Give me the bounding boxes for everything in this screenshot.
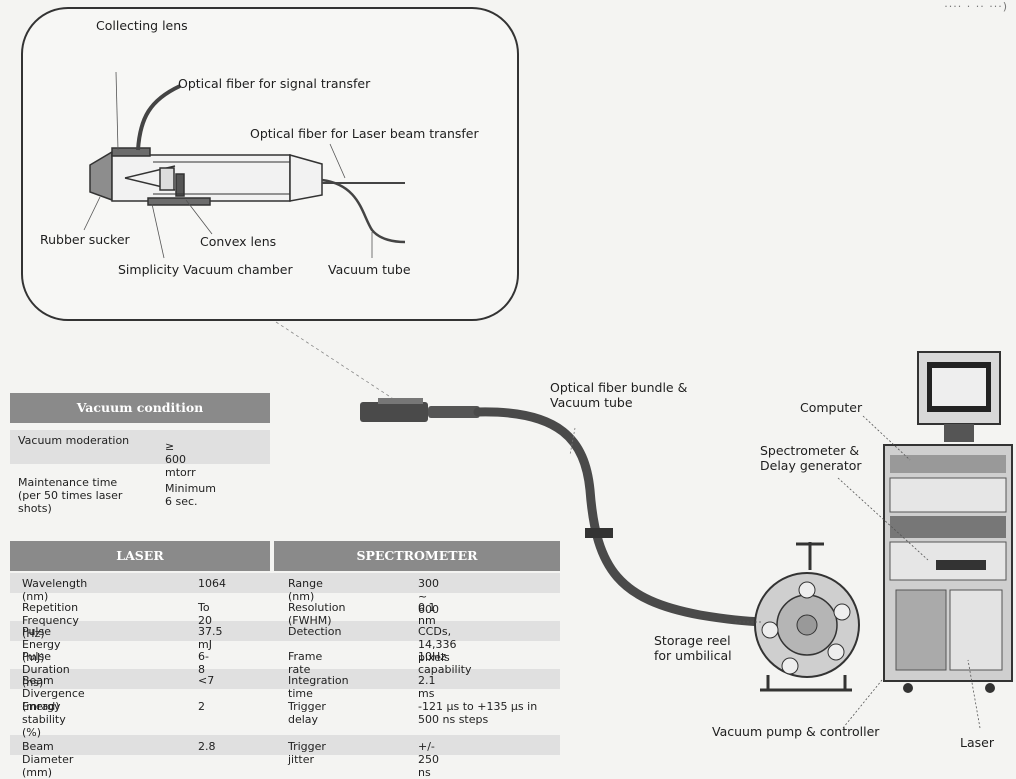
laser-table-header: LASER [10, 541, 270, 571]
probe-handpiece [360, 398, 480, 422]
storage-reel [754, 542, 860, 692]
row-shade [10, 735, 560, 755]
label-fiber-laser: Optical fiber for Laser beam transfer [250, 126, 479, 141]
vacuum-table-header: Vacuum condition [10, 393, 270, 423]
vacuum-param: Maintenance time (per 50 times laser sho… [18, 476, 123, 515]
laser-value: 37.5 mJ [198, 625, 223, 651]
top-strip-text: ···· · ·· ···) [944, 0, 1008, 13]
laser-value: 2.8 [198, 740, 216, 753]
vacuum-tube-line [321, 178, 406, 244]
spec-param: Resolution (FWHM) [288, 601, 346, 627]
laser-value: 1064 [198, 577, 226, 590]
row-shade [10, 669, 560, 689]
row-shade [10, 573, 560, 593]
label-vacuum-chamber: Simplicity Vacuum chamber [118, 262, 293, 277]
label-fiber-bundle: Optical fiber bundle & Vacuum tube [550, 380, 688, 410]
laser-param: Pulse Duration (ns) [22, 650, 70, 689]
spec-value: 2.1 ms [418, 674, 436, 700]
laser-value: 6-8 [198, 650, 209, 676]
laser-param: Pulse Energy (mJ) [22, 625, 61, 664]
label-rubber-sucker: Rubber sucker [40, 232, 130, 247]
tube-clamp [585, 528, 613, 538]
laser-param: Beam Divergence (mrad) [22, 674, 85, 713]
spec-param: Frame rate [288, 650, 323, 676]
probe-drawing [89, 147, 323, 206]
instrument-rack [883, 351, 1013, 693]
spec-param: Detection [288, 625, 342, 638]
vacuum-value: ≥ 600 mtorr [165, 440, 196, 479]
row-shade [10, 621, 560, 641]
label-fiber-signal: Optical fiber for signal transfer [178, 76, 371, 91]
label-laser: Laser [960, 735, 994, 750]
spec-param: Integration time [288, 674, 349, 700]
umbilical-tube [473, 407, 775, 627]
inset-pointer [275, 321, 396, 401]
vacuum-value: Minimum 6 sec. [165, 482, 216, 508]
spectrometer-table-header: SPECTROMETER [274, 541, 560, 571]
spec-value: 300 ~ 600 [418, 577, 439, 616]
spec-value: CCDs, 14,336 pixels [418, 625, 457, 664]
inset-leader-lines [83, 71, 373, 259]
laser-param: Wavelength (nm) [22, 577, 88, 603]
label-spectrometer-delay: Spectrometer & Delay generator [760, 443, 862, 473]
laser-value: 2 [198, 700, 205, 713]
laser-param: Energy stability (%) [22, 700, 66, 739]
label-computer: Computer [800, 400, 863, 415]
spec-value: 0.1 nm [418, 601, 436, 627]
laser-param: Repetition Frequency (Hz) [22, 601, 79, 640]
laser-param: Beam Diameter (mm) [22, 740, 74, 779]
label-vacuum-tube: Vacuum tube [328, 262, 411, 277]
spec-value: +/- 250 ns [418, 740, 439, 779]
label-storage-reel: Storage reel for umbilical [654, 633, 732, 663]
signal-fiber [136, 84, 181, 151]
spec-value: 10Hz capability [418, 650, 472, 676]
vacuum-row-shade [10, 430, 270, 464]
label-vacuum-pump: Vacuum pump & controller [712, 724, 880, 739]
spec-param: Trigger jitter [288, 740, 326, 766]
spec-param: Trigger delay [288, 700, 326, 726]
laser-value: <7 [198, 674, 215, 687]
diagram-graphics [21, 7, 1013, 729]
label-convex-lens: Convex lens [200, 234, 277, 249]
vacuum-param: Vacuum moderation [18, 434, 130, 447]
laser-value: To 20 [198, 601, 212, 627]
label-collecting-lens: Collecting lens [96, 18, 188, 33]
system-leader-lines [735, 415, 981, 729]
spec-param: Range (nm) [288, 577, 323, 603]
spec-value: -121 μs to +135 μs in 500 ns steps [418, 700, 538, 726]
